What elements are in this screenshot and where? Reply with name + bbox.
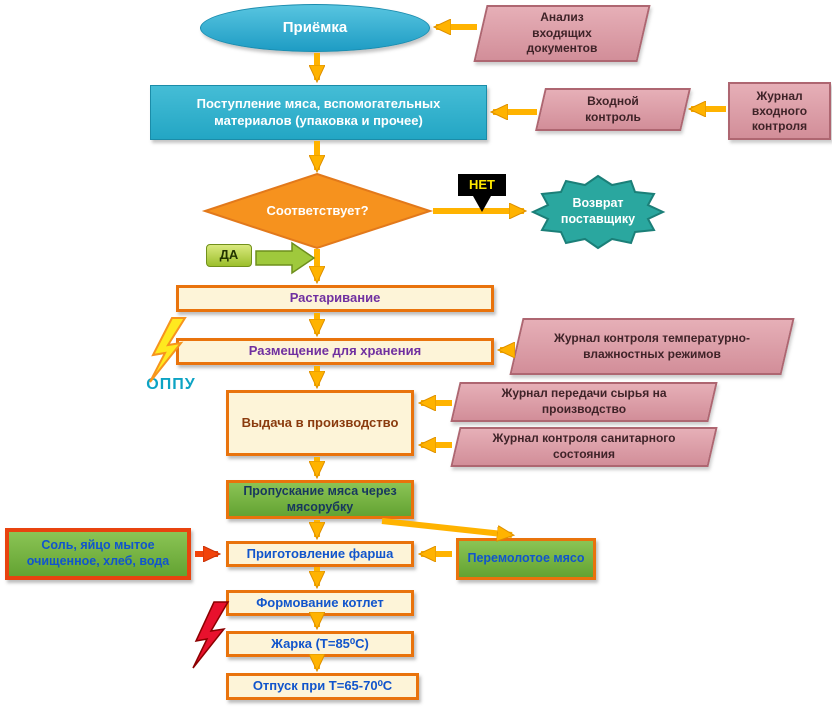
return-starburst-label: Возврат поставщику (560, 196, 636, 226)
doc-zhurnal-peredachi-parallelogram: Журнал передачи сырья на производство (450, 382, 718, 422)
lightning-red-icon (192, 601, 230, 669)
doc-zhurnal-sanitarnogo-parallelogram: Журнал контроля санитарного состояния (450, 427, 718, 467)
process-rastarivanie: Растаривание (176, 285, 494, 312)
doc-zhurnal-temp-parallelogram: Журнал контроля температурно-влажностных… (509, 318, 795, 375)
input-peremolotoe: Перемолотое мясо (456, 538, 596, 580)
doc-zhurnal-temp-label: Журнал контроля температурно-влажностных… (554, 330, 750, 361)
doc-zhurnal-sanitarnogo-label: Журнал контроля санитарного состояния (492, 431, 676, 461)
process-formovanie: Формование котлет (226, 590, 414, 616)
label-net: НЕТ (458, 174, 506, 196)
start-node: Приёмка (200, 4, 430, 52)
doc-analiz-label: Анализ входящих документов (526, 10, 598, 56)
doc-vkhodnoy-kontrol-parallelogram: Входной контроль (535, 88, 691, 131)
net-arrowhead-icon (473, 196, 491, 212)
process-vydacha: Выдача в производство (226, 390, 414, 456)
doc-analiz-parallelogram: Анализ входящих документов (473, 5, 651, 62)
decision-sootvetstvuet-label: Соответствует? (266, 202, 369, 218)
doc-zhurnal-vkhodnogo: Журнал входного контроля (728, 82, 831, 140)
doc-vkhodnoy-kontrol-label: Входной контроль (585, 93, 641, 124)
process-propuskanie: Пропускание мяса через мясорубку (226, 480, 414, 519)
text-oppu: ОППУ (146, 376, 196, 393)
process-postuplenie: Поступление мяса, вспомогательных матери… (150, 85, 487, 140)
process-prigotovlenie: Приготовление фарша (226, 541, 414, 567)
process-zharka: Жарка (Т=85⁰С) (226, 631, 414, 657)
input-sol: Соль, яйцо мытое очищенное, хлеб, вода (5, 528, 191, 580)
process-razmeshchenie: Размещение для хранения (176, 338, 494, 365)
label-da: ДА (206, 244, 252, 267)
process-otpusk: Отпуск при Т=65-70⁰С (226, 673, 419, 700)
doc-zhurnal-peredachi-label: Журнал передачи сырья на производство (501, 386, 667, 416)
